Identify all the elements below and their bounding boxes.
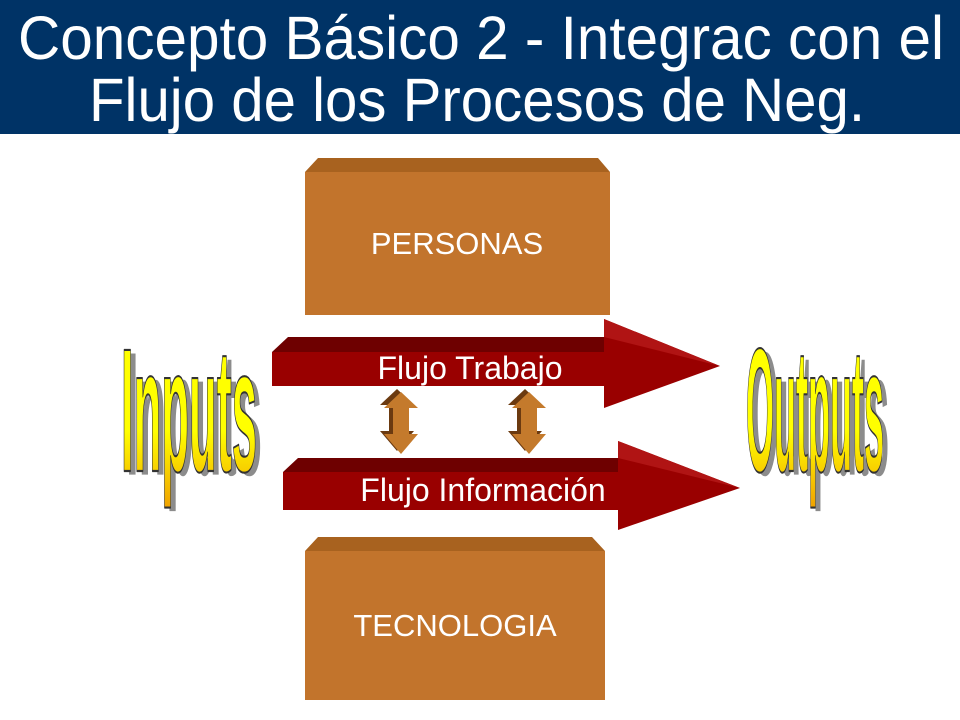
personas-box: PERSONAS bbox=[305, 158, 610, 315]
tecnologia-box-top-face bbox=[305, 537, 605, 551]
outputs-wordart-text: Outputs bbox=[746, 313, 884, 510]
personas-box-front-face bbox=[305, 172, 610, 315]
work-flow-arrowhead-bevel bbox=[604, 319, 720, 366]
work-flow-arrow: Flujo Trabajo bbox=[272, 319, 720, 408]
outputs-wordart-shadow: Outputs bbox=[751, 316, 889, 513]
information-flow-arrowhead-bevel bbox=[618, 441, 740, 488]
information-flow-arrow: Flujo Información bbox=[283, 441, 740, 530]
title-line-1: Concepto Básico 2 - Integrac con el bbox=[18, 4, 944, 72]
information-flow-label: Flujo Información bbox=[360, 472, 605, 508]
inputs-wordart-shadow: Inputs bbox=[126, 316, 262, 513]
work-flow-arrow-front bbox=[272, 319, 720, 408]
double-arrow-right-front bbox=[512, 392, 546, 454]
inputs-wordart: Inputs Inputs bbox=[120, 312, 262, 514]
inputs-wordart-text: Inputs bbox=[121, 313, 257, 510]
tecnologia-box-front-face bbox=[305, 551, 605, 700]
double-arrow-right bbox=[508, 389, 546, 454]
double-arrow-left bbox=[380, 389, 418, 454]
title-bar: Concepto Básico 2 - Integrac con el Fluj… bbox=[0, 0, 960, 134]
tecnologia-label: TECNOLOGIA bbox=[353, 608, 557, 643]
tecnologia-box: TECNOLOGIA bbox=[305, 537, 605, 700]
outputs-wordart: Outputs Outputs bbox=[745, 312, 889, 514]
title-line-2: Flujo de los Procesos de Neg. bbox=[89, 66, 865, 134]
information-flow-arrow-front bbox=[283, 441, 740, 530]
work-flow-label: Flujo Trabajo bbox=[378, 350, 563, 386]
personas-label: PERSONAS bbox=[371, 226, 543, 261]
double-arrow-left-front bbox=[384, 392, 418, 454]
information-flow-arrow-top-face bbox=[283, 458, 618, 472]
work-flow-arrow-top-face bbox=[272, 337, 604, 352]
personas-box-top-face bbox=[305, 158, 610, 172]
title-bar-background bbox=[0, 0, 960, 134]
